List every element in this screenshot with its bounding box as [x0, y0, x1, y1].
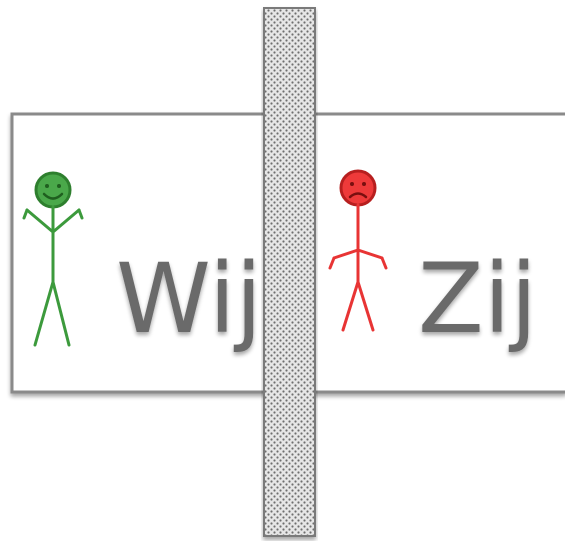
left-group-label: Wij	[116, 243, 262, 355]
left-frame	[10, 112, 276, 394]
separator-wall	[263, 7, 316, 537]
happy-stick-figure-icon	[22, 171, 84, 347]
sad-stick-figure-icon	[328, 169, 388, 332]
right-group-label: Zij	[418, 243, 537, 355]
